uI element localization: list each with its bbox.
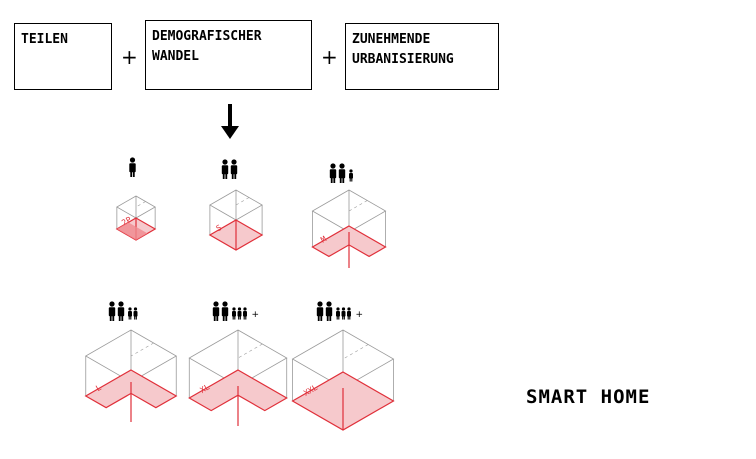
people-icon-4: + [212,301,260,321]
svg-text:S: S [215,223,224,233]
people-icon-2 [329,163,353,183]
box-demografischer-wandel: DEMOGRAFISCHER WANDEL [145,20,312,90]
housing-unit-4: XL [188,329,288,426]
svg-text:M: M [319,234,328,244]
box-zunehmende-urbanisierung: ZUNEHMENDE URBANISIERUNG [345,23,499,90]
housing-unit-1: S [208,189,264,251]
plus-operator-2: + [321,45,338,69]
svg-text:L: L [94,383,103,393]
plus-operator-1: + [121,45,138,69]
unit-highlight [116,222,148,240]
smart-home-title: SMART HOME [526,386,651,408]
svg-text:+: + [252,310,260,320]
down-arrow-icon [221,104,239,139]
housing-unit-3: L [84,329,178,422]
people-icon-1 [221,159,238,179]
housing-unit-5: XXL [291,329,395,431]
housing-unit-2: M [311,189,387,268]
people-icon-5: + [316,301,364,321]
box-teilen: TEILEN [14,23,112,90]
svg-text:XL: XL [199,382,212,395]
people-icon-3 [108,301,138,321]
svg-text:+: + [356,310,364,320]
people-icon-0 [129,157,136,177]
